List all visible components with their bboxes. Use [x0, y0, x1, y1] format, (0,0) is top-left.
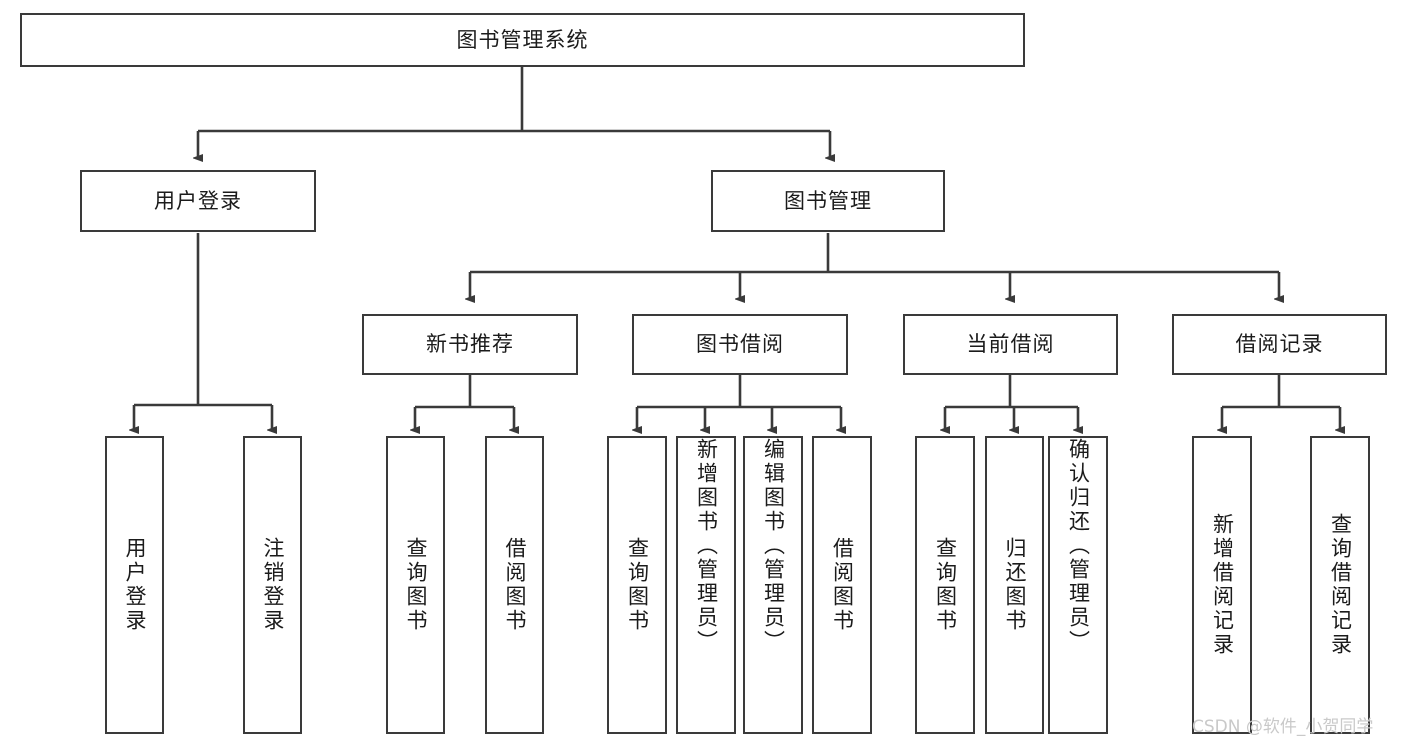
leaf-query-book-3[interactable]: 查询图书 — [915, 436, 975, 734]
node-user-login[interactable]: 用户登录 — [80, 170, 316, 232]
node-book-borrow-label: 图书借阅 — [696, 332, 784, 357]
node-current-borrow[interactable]: 当前借阅 — [903, 314, 1118, 375]
leaf-borrow-book-1-label: 借阅图书 — [503, 537, 527, 633]
node-user-login-label: 用户登录 — [154, 188, 242, 213]
leaf-query-book-2[interactable]: 查询图书 — [607, 436, 667, 734]
leaf-add-record[interactable]: 新增借阅记录 — [1192, 436, 1252, 734]
leaf-query-book-1-label: 查询图书 — [404, 537, 428, 633]
leaf-add-book[interactable]: 新增图书（管理员） — [676, 436, 736, 734]
leaf-confirm-return-label: 确认归还（管理员） — [1066, 438, 1091, 654]
leaf-query-book-3-label: 查询图书 — [933, 537, 958, 633]
leaf-confirm-return[interactable]: 确认归还（管理员） — [1048, 436, 1108, 734]
node-new-book-recommend[interactable]: 新书推荐 — [362, 314, 578, 375]
leaf-query-book-1[interactable]: 查询图书 — [386, 436, 445, 734]
leaf-query-record-label: 查询借阅记录 — [1328, 513, 1353, 657]
leaf-user-login[interactable]: 用户登录 — [105, 436, 164, 734]
csdn-watermark: CSDN @软件_小贺同学 — [1192, 717, 1374, 737]
leaf-logout-login-label: 注销登录 — [261, 537, 285, 633]
node-root-label: 图书管理系统 — [456, 27, 589, 52]
leaf-logout-login[interactable]: 注销登录 — [243, 436, 302, 734]
leaf-add-record-label: 新增借阅记录 — [1210, 513, 1235, 657]
leaf-edit-book[interactable]: 编辑图书（管理员） — [743, 436, 803, 734]
leaf-return-book-label: 归还图书 — [1003, 537, 1027, 633]
leaf-query-record[interactable]: 查询借阅记录 — [1310, 436, 1370, 734]
leaf-borrow-book-2-label: 借阅图书 — [830, 537, 855, 633]
leaf-query-book-2-label: 查询图书 — [625, 537, 650, 633]
node-borrow-record-label: 借阅记录 — [1235, 332, 1324, 357]
node-borrow-record[interactable]: 借阅记录 — [1172, 314, 1387, 375]
node-current-borrow-label: 当前借阅 — [966, 332, 1055, 357]
node-book-management-label: 图书管理 — [784, 188, 872, 213]
leaf-borrow-book-2[interactable]: 借阅图书 — [812, 436, 872, 734]
node-root[interactable]: 图书管理系统 — [20, 13, 1025, 67]
leaf-user-login-label: 用户登录 — [123, 537, 147, 633]
leaf-borrow-book-1[interactable]: 借阅图书 — [485, 436, 544, 734]
leaf-add-book-label: 新增图书（管理员） — [694, 438, 719, 654]
node-new-book-recommend-label: 新书推荐 — [426, 332, 514, 357]
node-book-management[interactable]: 图书管理 — [711, 170, 945, 232]
leaf-edit-book-label: 编辑图书（管理员） — [761, 438, 786, 654]
leaf-return-book[interactable]: 归还图书 — [985, 436, 1044, 734]
node-book-borrow[interactable]: 图书借阅 — [632, 314, 848, 375]
